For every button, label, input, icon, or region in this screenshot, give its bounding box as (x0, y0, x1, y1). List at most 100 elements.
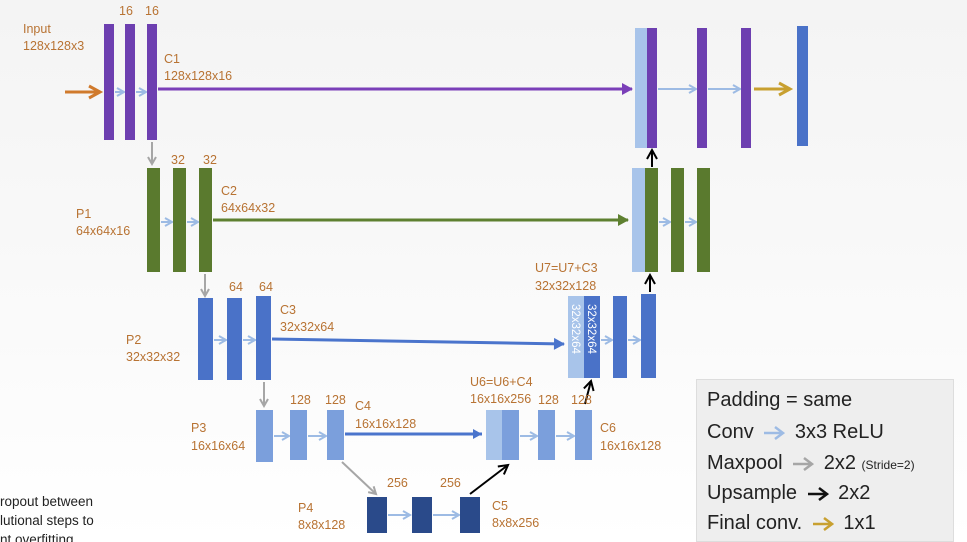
c6-channels-b: 128 (571, 393, 592, 407)
upsample-arrow (469, 465, 508, 495)
u6-concat-dark (502, 410, 519, 460)
legend-final-name: Final conv. (707, 512, 803, 534)
p1-layer (147, 168, 160, 272)
p4-name: P4 (298, 501, 313, 515)
c3-dims: 32x32x64 (280, 320, 334, 334)
u7-bar-label-b: 32x32x64 (585, 304, 597, 354)
c3-layer-a (227, 298, 242, 380)
legend-padding: Padding = same (707, 388, 852, 412)
c9-layer-b (741, 28, 751, 148)
u8-concat-dark (645, 168, 658, 272)
legend-final-conv: Final conv. 1x1 (707, 511, 876, 535)
p3-layer (256, 410, 273, 462)
input-layer (104, 24, 114, 140)
u6-name: U6=U6+C4 (470, 375, 533, 389)
c3-layer-b (256, 296, 271, 380)
c1-channels-b: 16 (145, 4, 159, 18)
note-line-2: lutional steps to (0, 513, 94, 528)
c1-layer-b (147, 24, 157, 140)
c7-layer-b (641, 294, 656, 378)
c3-channels-b: 64 (259, 280, 273, 294)
legend-maxpool-value: 2x2 (823, 452, 856, 474)
c3-name: C3 (280, 303, 296, 317)
legend-box: Padding = same Conv 3x3 ReLU Maxpool 2x2… (696, 379, 954, 542)
c2-layer-b (199, 168, 212, 272)
p1-name: P1 (76, 207, 91, 221)
p3-dims: 16x16x64 (191, 439, 245, 453)
c1-layer-a (125, 24, 135, 140)
legend-conv-name: Conv (707, 421, 754, 443)
legend-upsample-name: Upsample (707, 482, 798, 504)
note-line-1: ropout between (0, 494, 94, 509)
c6-channels-a: 128 (538, 393, 559, 407)
c1-name: C1 (164, 52, 180, 66)
c6-name: C6 (600, 421, 616, 435)
c4-channels-b: 128 (325, 393, 346, 407)
legend-conv-value: 3x3 ReLU (794, 421, 884, 443)
output-layer (797, 26, 808, 146)
u9-concat-dark (647, 28, 657, 148)
u7-dims: 32x32x128 (535, 279, 596, 293)
p2-layer (198, 298, 213, 380)
c2-name: C2 (221, 184, 237, 198)
c8-layer-a (671, 168, 684, 272)
u7-concat-dark (584, 296, 600, 378)
legend-maxpool-name: Maxpool (707, 452, 783, 474)
c5-channels-b: 256 (440, 476, 461, 490)
u7-name: U7=U7+C3 (535, 261, 598, 275)
legend-padding-text: Padding = same (707, 389, 853, 411)
upsample-arrow (585, 381, 591, 405)
c4-layer-a (290, 410, 307, 460)
final-conv-arrow-icon (812, 516, 834, 531)
p4-layer (367, 497, 387, 533)
c2-layer-a (173, 168, 186, 272)
c5-dims: 8x8x256 (492, 516, 539, 530)
c4-layer-b (327, 410, 344, 460)
u6-dims: 16x16x256 (470, 392, 531, 406)
skip-connection-c3 (271, 337, 565, 350)
u6-concat-light (486, 410, 502, 460)
c5-channels-a: 256 (387, 476, 408, 490)
upsample-arrow-icon (807, 486, 829, 501)
legend-final-value: 1x1 (843, 512, 876, 534)
c5-layer-a (412, 497, 432, 533)
note-line-3: nt overfitting (0, 532, 74, 542)
c5-name: C5 (492, 499, 508, 513)
u8-concat-light (632, 168, 645, 272)
c6-layer-b (575, 410, 592, 460)
p1-dims: 64x64x16 (76, 224, 130, 238)
legend-maxpool-note: (Stride=2) (861, 458, 915, 472)
c4-name: C4 (355, 399, 371, 413)
c1-dims: 128x128x16 (164, 69, 232, 83)
u9-concat-light (635, 28, 647, 148)
c6-layer-a (538, 410, 555, 460)
c5-layer-b (460, 497, 480, 533)
legend-maxpool: Maxpool 2x2 (Stride=2) (707, 451, 915, 477)
maxpool-arrow (341, 461, 376, 494)
c1-channels-a: 16 (119, 4, 133, 18)
c2-dims: 64x64x32 (221, 201, 275, 215)
input-dims: 128x128x3 (23, 39, 84, 53)
c2-channels-b: 32 (203, 153, 217, 167)
conv-arrow-icon (764, 425, 786, 440)
input-title: Input (23, 22, 51, 36)
c4-dims: 16x16x128 (355, 417, 416, 431)
c4-channels-a: 128 (290, 393, 311, 407)
c3-channels-a: 64 (229, 280, 243, 294)
c8-layer-b (697, 168, 710, 272)
legend-upsample: Upsample 2x2 (707, 481, 870, 505)
p2-dims: 32x32x32 (126, 350, 180, 364)
c7-layer-a (613, 296, 627, 378)
dropout-note: ropout between lutional steps to nt over… (0, 492, 140, 542)
maxpool-arrow-icon (793, 456, 815, 471)
u7-bar-label-a: 32x32x64 (569, 304, 581, 354)
u7-concat-light (568, 296, 584, 378)
p2-name: P2 (126, 333, 141, 347)
legend-upsample-value: 2x2 (838, 482, 871, 504)
c6-dims: 16x16x128 (600, 439, 661, 453)
c2-channels-a: 32 (171, 153, 185, 167)
p4-dims: 8x8x128 (298, 518, 345, 532)
c9-layer-a (697, 28, 707, 148)
p3-name: P3 (191, 421, 206, 435)
